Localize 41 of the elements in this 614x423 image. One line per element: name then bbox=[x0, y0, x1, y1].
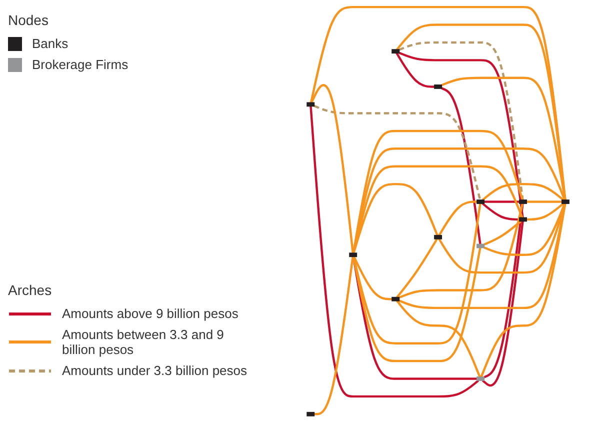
connector bbox=[396, 300, 481, 378]
connector bbox=[398, 203, 566, 310]
connector bbox=[398, 41, 524, 200]
connector bbox=[484, 203, 566, 256]
connector bbox=[352, 248, 482, 362]
connector bbox=[314, 104, 482, 200]
connector bbox=[438, 203, 566, 274]
legend-label: Brokerage Firms bbox=[32, 57, 128, 72]
connector bbox=[398, 203, 524, 299]
legend-heading: Arches bbox=[8, 282, 53, 298]
connector bbox=[480, 203, 566, 378]
connector bbox=[352, 130, 524, 254]
connector bbox=[352, 256, 477, 380]
connector bbox=[352, 182, 438, 254]
legend-label: Amounts between 3.3 and 9 billion pesos bbox=[62, 327, 225, 357]
legend-heading: Nodes bbox=[8, 12, 50, 28]
connector bbox=[484, 200, 520, 203]
connector bbox=[526, 202, 564, 221]
connector bbox=[352, 203, 482, 344]
connector bbox=[526, 200, 562, 203]
connector bbox=[482, 182, 564, 201]
connector bbox=[438, 200, 477, 236]
connector bbox=[441, 87, 482, 244]
connector bbox=[310, 6, 566, 200]
connector bbox=[310, 84, 354, 254]
connector bbox=[352, 148, 566, 254]
legend-label: Amounts above 9 billion pesos bbox=[62, 306, 238, 321]
connector bbox=[484, 220, 522, 246]
connector bbox=[396, 52, 434, 88]
connector bbox=[482, 202, 520, 221]
connector bbox=[352, 256, 392, 300]
connector bbox=[310, 106, 480, 398]
connector bbox=[482, 221, 524, 386]
connector bbox=[398, 52, 524, 218]
connector bbox=[441, 76, 566, 200]
connector bbox=[396, 24, 566, 200]
connector bbox=[352, 165, 524, 254]
connector bbox=[484, 203, 524, 378]
connector bbox=[396, 238, 438, 298]
legend-label: Banks bbox=[32, 36, 68, 51]
legend-label: Amounts under 3.3 billion pesos bbox=[62, 363, 248, 378]
